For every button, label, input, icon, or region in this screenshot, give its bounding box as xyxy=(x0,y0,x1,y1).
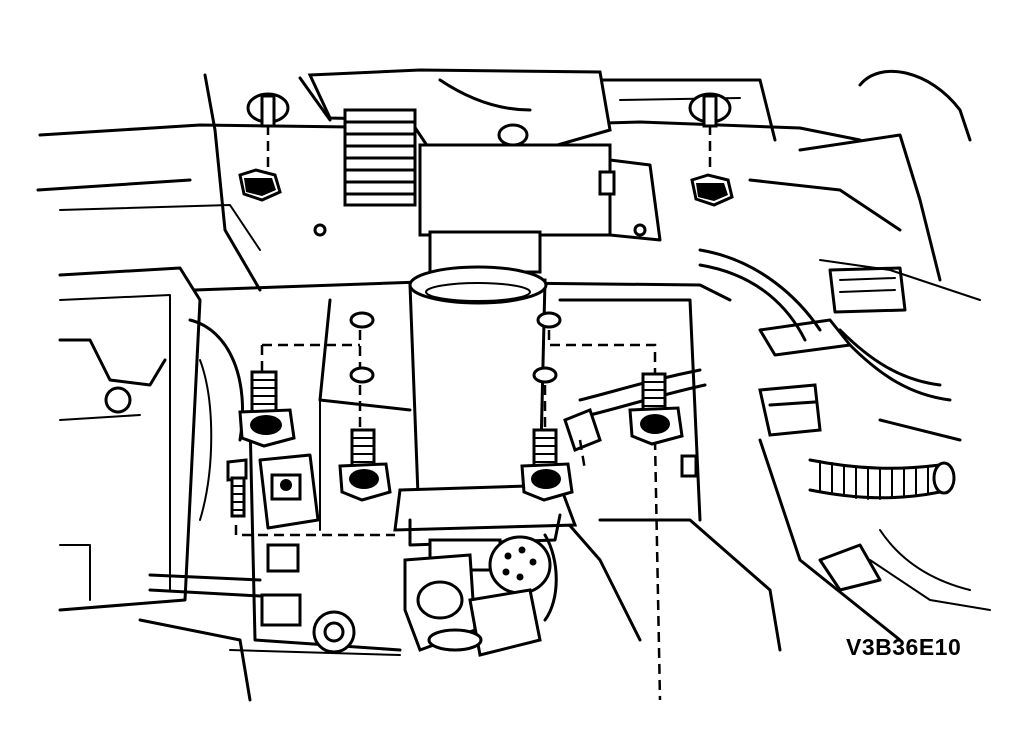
connector-block xyxy=(758,383,822,437)
steering-column-tube xyxy=(393,265,578,547)
dash-panel-structure xyxy=(36,69,991,702)
bolt-hole xyxy=(536,311,562,329)
column-jacket-block xyxy=(418,143,612,237)
alignment-lines xyxy=(234,125,712,701)
upper-stud-left xyxy=(260,94,276,128)
bolt-hole xyxy=(349,366,375,384)
switch-bracket xyxy=(148,453,320,627)
bolt-hole xyxy=(532,366,558,384)
bolt-left-inner xyxy=(338,428,392,502)
bolt-right-inner xyxy=(520,428,574,502)
mounting-holes xyxy=(104,92,732,654)
figure-code-label: V3B36E10 xyxy=(846,634,962,660)
upper-stud-right xyxy=(702,94,718,128)
bolt-hole xyxy=(349,311,375,329)
bolt-right-outer xyxy=(628,372,684,446)
module-screw xyxy=(104,386,132,414)
nut-upper-right xyxy=(690,173,734,207)
universal-joint xyxy=(403,533,558,657)
upper-column-housing xyxy=(307,68,662,274)
bracket-stud xyxy=(680,454,698,478)
bolt-left-outer xyxy=(238,370,296,448)
column-spring xyxy=(343,108,417,207)
wiring-harness xyxy=(563,248,971,591)
nut-upper-left xyxy=(238,168,282,202)
switch-screw xyxy=(226,458,248,518)
